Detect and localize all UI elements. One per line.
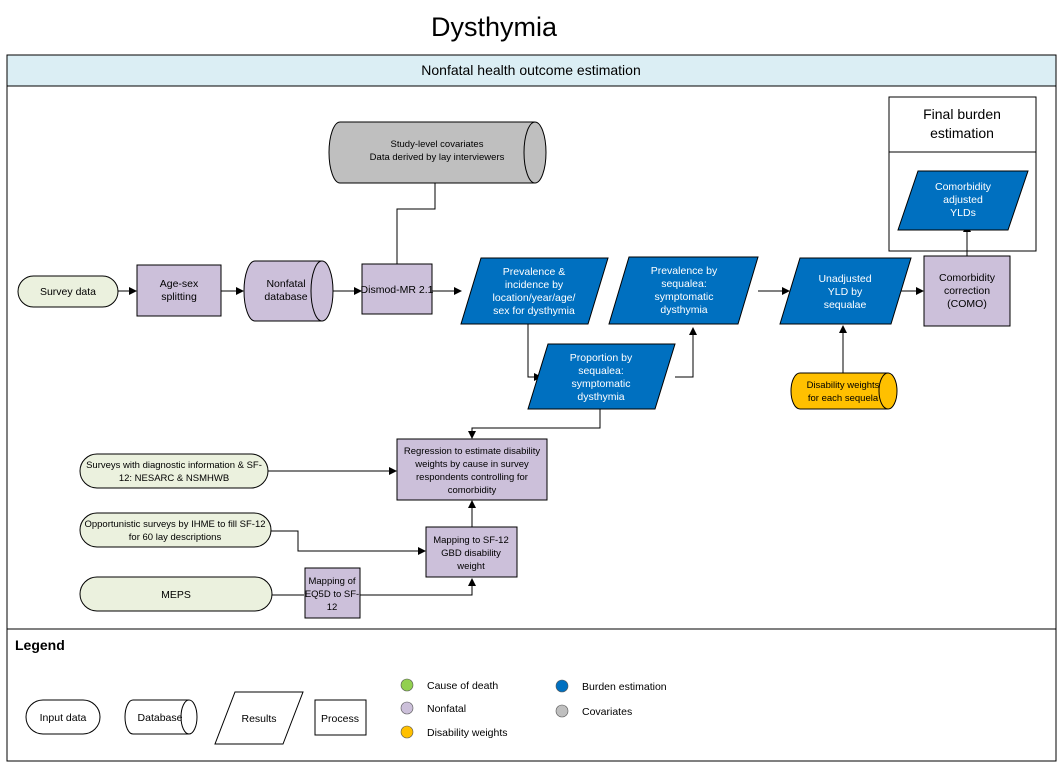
legend-database-shape: [124, 699, 198, 735]
arrow-eq5d-to-mapping: [360, 578, 476, 596]
legend-process-shape: [314, 699, 367, 736]
legend-cause-of-death-label: Cause of death: [427, 680, 498, 692]
prop-line4: dysthymia: [577, 391, 624, 403]
arrow-opportunistic-to-mapping: [271, 530, 426, 555]
line-covariates-to-dismod: [396, 183, 436, 264]
final-burden-title-line1: Final burden: [923, 106, 1001, 122]
legend-process-label: Process: [321, 713, 359, 725]
regression-line2: weights by cause in survey: [414, 459, 529, 470]
prev-inc-line2: incidence by: [505, 279, 564, 291]
como-line2: correction: [944, 285, 990, 297]
age-sex-line2: splitting: [161, 291, 197, 303]
prev-seq-line3: symptomatic: [655, 291, 714, 303]
meps-label: MEPS: [161, 589, 191, 601]
legend-input-shape: [25, 699, 101, 735]
eq5d-line1: Mapping of: [308, 576, 355, 587]
legend-results-label: Results: [241, 713, 276, 725]
prop-line3: symptomatic: [572, 378, 631, 390]
prev-seq-line2: sequalea:: [661, 278, 707, 290]
opportunistic-line1: Opportunistic surveys by IHME to fill SF…: [84, 519, 265, 530]
dw-line2: for each sequela: [808, 393, 879, 404]
mapping-eq5d-node: [304, 567, 361, 619]
age-sex-splitting-node: [136, 264, 222, 317]
legend-input-label: Input data: [40, 712, 87, 724]
arrow-proportion-to-prev-sequela: [675, 327, 697, 378]
arrow-prevalence-to-proportion: [527, 324, 542, 381]
legend-cause-of-death-dot: [400, 678, 414, 692]
regression-line4: comorbidity: [448, 485, 497, 496]
mapping-sf12-line2: GBD disability: [441, 548, 501, 559]
prev-seq-line1: Prevalence by: [651, 265, 718, 277]
section-header-bar: [6, 54, 1057, 87]
prev-inc-line1: Prevalence &: [503, 266, 565, 278]
diagram-title: Dysthymia: [431, 12, 558, 42]
dw-line1: Disability weights: [807, 380, 880, 391]
prev-seq-line4: dysthymia: [660, 304, 707, 316]
como-line1: Comorbidity: [939, 272, 996, 284]
legend-results-shape: [214, 691, 304, 745]
opportunistic-surveys-node: [79, 512, 272, 548]
surveys-diagnostic-node: [79, 453, 269, 489]
prevalence-sequela-node: [608, 256, 759, 325]
survey-data-node: [17, 275, 119, 308]
yld-line1: Unadjusted: [818, 273, 871, 285]
opportunistic-line2: for 60 lay descriptions: [129, 532, 222, 543]
regression-line1: Regression to estimate disability: [404, 446, 540, 457]
prop-line1: Proportion by: [570, 352, 633, 364]
yld-line3: sequalae: [824, 299, 867, 311]
legend-database-label: Database: [138, 712, 183, 724]
legend-covariates-label: Covariates: [582, 706, 632, 718]
covariates-line2: Data derived by lay interviewers: [370, 152, 505, 163]
como-node: [923, 255, 1011, 327]
mapping-sf12-line3: weight: [456, 561, 485, 572]
dismod-label: Dismod-MR 2.1: [361, 284, 434, 296]
como-line3: (COMO): [947, 298, 987, 310]
regression-node: [396, 438, 548, 501]
adj-yld-line1: Comorbidity: [935, 181, 992, 193]
final-burden-title-line2: estimation: [930, 125, 994, 141]
legend-nonfatal-label: Nonfatal: [427, 703, 466, 715]
disability-weights-node: [790, 372, 898, 410]
legend-nonfatal-dot: [400, 701, 414, 715]
mapping-sf12-line1: Mapping to SF-12: [433, 535, 509, 546]
prop-line2: sequalea:: [578, 365, 624, 377]
meps-node: [79, 576, 273, 612]
eq5d-line2: EQ5D to SF-: [305, 589, 359, 600]
prev-inc-line4: sex for dysthymia: [493, 305, 575, 317]
legend-covariates-dot: [555, 704, 569, 718]
covariates-line1: Study-level covariates: [391, 139, 484, 150]
legend-disability-weights-dot: [400, 725, 414, 739]
nonfatal-db-line2: database: [264, 291, 307, 303]
adj-yld-line2: adjusted: [943, 194, 983, 206]
adjusted-yld-node: [897, 170, 1029, 231]
arrow-proportion-to-regression: [468, 409, 601, 439]
eq5d-line3: 12: [327, 602, 338, 613]
surveys-diag-line1: Surveys with diagnostic information & SF…: [86, 460, 262, 471]
nonfatal-db-line1: Nonfatal: [266, 278, 305, 290]
mapping-sf12-node: [425, 526, 518, 578]
legend-burden-estimation-label: Burden estimation: [582, 681, 667, 693]
adj-yld-line3: YLDs: [950, 207, 976, 219]
unadjusted-yld-node: [779, 257, 912, 325]
covariates-database-node: [328, 121, 547, 184]
regression-line3: respondents controlling for: [416, 472, 528, 483]
section-header: Nonfatal health outcome estimation: [421, 62, 640, 78]
age-sex-line1: Age-sex: [160, 278, 199, 290]
legend-burden-estimation-dot: [555, 679, 569, 693]
proportion-node: [527, 343, 676, 410]
surveys-diag-line2: 12: NESARC & NSMHWB: [119, 473, 229, 484]
legend-disability-weights-label: Disability weights: [427, 727, 508, 739]
prevalence-incidence-node: [460, 257, 609, 325]
legend-title: Legend: [15, 637, 65, 653]
nonfatal-database-node: [243, 260, 334, 322]
prev-inc-line3: location/year/age/: [493, 292, 576, 304]
yld-line2: YLD by: [828, 286, 863, 298]
survey-data-label: Survey data: [40, 286, 96, 298]
dismod-node: [361, 263, 433, 315]
